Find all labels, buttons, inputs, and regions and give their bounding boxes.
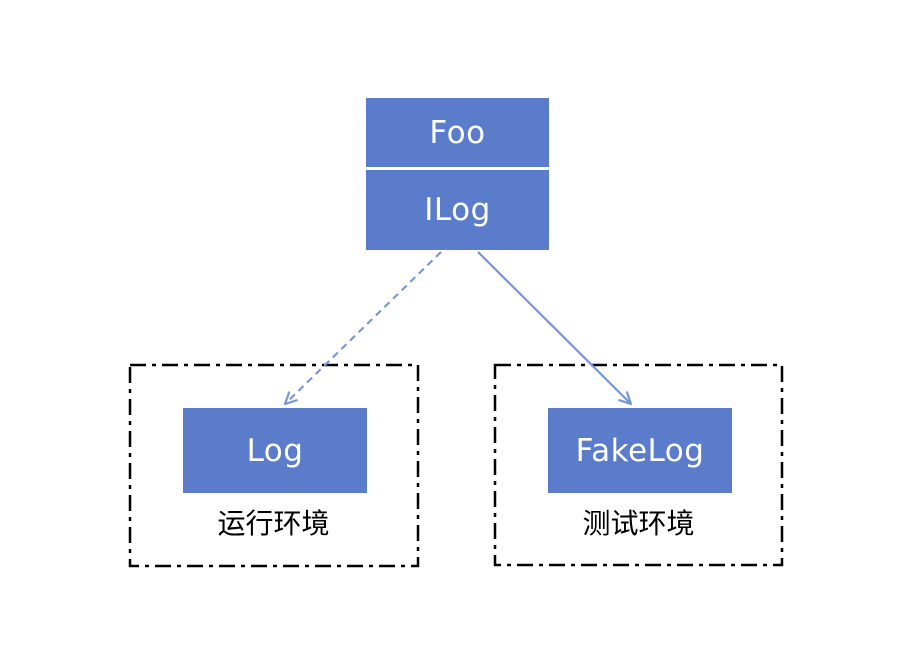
runtime-environment-label: 运行环境 (217, 507, 330, 540)
foo-class-box: Foo ILog (366, 98, 549, 250)
log-class-box: Log (183, 408, 367, 493)
solid-dependency-arrow (477, 251, 633, 406)
class-box-divider (366, 167, 549, 170)
dashed-dependency-arrow (283, 251, 442, 406)
foo-dependency-name: ILog (424, 192, 491, 228)
fakelog-class-box: FakeLog (548, 408, 732, 493)
test-environment-label: 测试环境 (582, 507, 695, 540)
foo-class-name: Foo (429, 114, 486, 151)
